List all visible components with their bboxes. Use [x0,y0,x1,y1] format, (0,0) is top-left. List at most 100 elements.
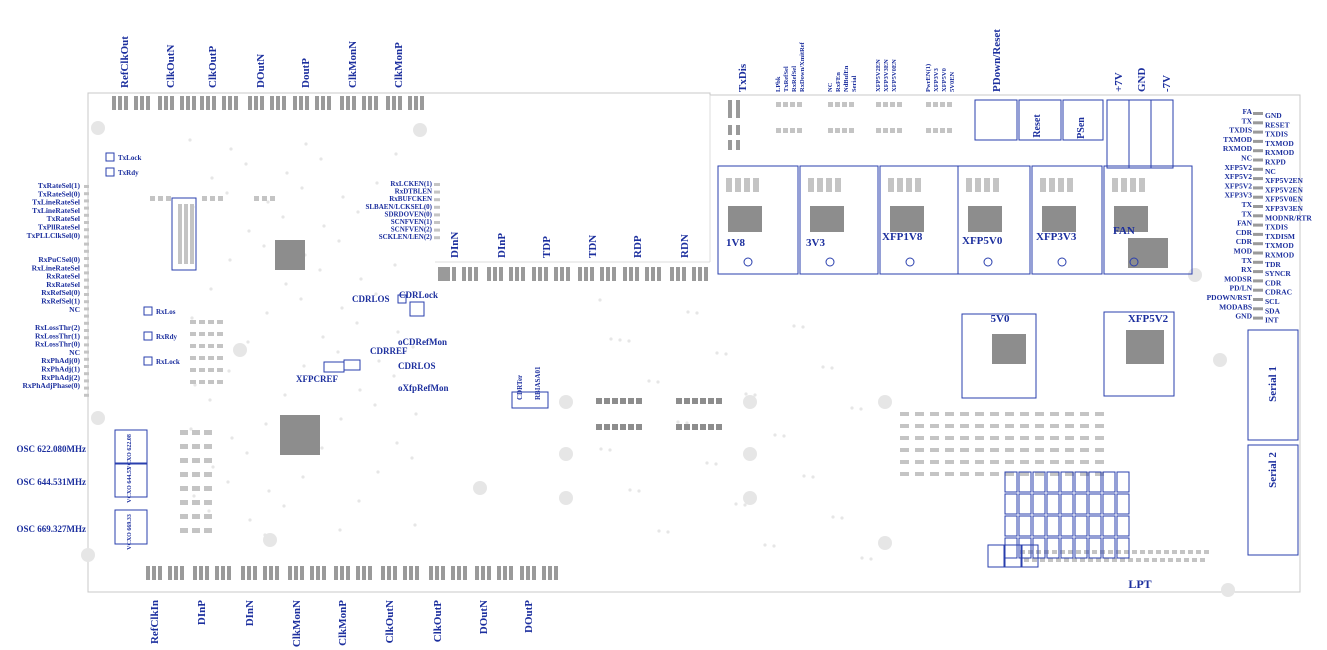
pad [227,566,231,580]
cdr-label: oXfpRefMon [398,383,449,393]
pad [1035,424,1044,428]
pad [1080,472,1089,476]
pad [217,332,223,336]
pad [493,267,497,281]
pad [1104,558,1109,562]
via-hole [285,171,289,175]
config-pin-label: 5V0EN [949,71,956,92]
via-hole [355,321,359,325]
pad [900,424,909,428]
via-hole [831,515,835,519]
pad [1020,472,1029,476]
jumper-cell [1116,515,1130,537]
pad [204,500,212,505]
config-pin-label: TxRefSel [783,66,790,92]
pad [208,356,214,360]
cdr-label: XFPCREF [296,374,338,384]
pad [84,300,89,304]
via-hole [302,364,306,368]
jumper-cell [1060,537,1074,559]
cdr-ic [275,240,305,270]
label-clkmonp: ClkMonP [337,600,349,646]
via-hole [284,282,288,286]
via-hole [341,195,345,199]
pad [716,424,722,430]
pad [700,424,706,430]
pad [190,344,196,348]
pad [620,398,626,404]
via-hole [359,277,363,281]
via-hole [414,412,418,416]
pad [596,398,602,404]
pad [1253,167,1263,171]
pad [790,128,795,133]
via-hole [339,417,343,421]
mid-pin-label: RxDTBLEN [395,188,432,196]
pad [915,472,924,476]
pad [945,424,954,428]
pad [1121,178,1127,192]
pad [993,178,999,192]
regulator-xfp5v0 [957,165,1031,275]
config-pin-label: XFP5V2EN [875,59,882,92]
pad [548,566,552,580]
pad [1080,460,1089,464]
pad [1095,424,1104,428]
pad [1108,550,1113,554]
pad [190,332,196,336]
pad [1253,112,1263,115]
via-hole [734,502,738,506]
pad [1176,558,1181,562]
pad [606,267,610,281]
pad [990,460,999,464]
pad [1020,412,1029,416]
pad [84,199,89,203]
via-hole [262,244,266,248]
right-pin-label: PDOWN/RST [1207,293,1252,302]
left-pin-label: NC [69,348,80,357]
via-hole [301,475,305,479]
pad [305,96,309,110]
pad [1096,558,1101,562]
pad [1112,178,1118,192]
label-doutp: DoutP [300,58,312,88]
cdr-label: CDRLock [399,290,438,300]
pad [736,125,740,135]
right-pin-label: CDR [1236,237,1253,246]
jumper-cell [1074,537,1088,559]
pad [180,472,188,477]
test-point [1057,257,1067,267]
via-hole [376,470,380,474]
pad [84,228,89,232]
pad [945,412,954,416]
via-hole [283,393,287,397]
pad [554,267,558,281]
right-pin-label: NC [1241,154,1252,163]
via-hole [267,489,271,493]
power-terminal-block [1106,99,1174,169]
right-pin-label: XFP5V2 [1225,181,1253,190]
right-pin-label: XFP5V2 [1225,172,1253,181]
jumper-cell [1074,471,1088,493]
pad [940,102,945,107]
pad [1253,186,1263,190]
via-hole [227,369,231,373]
label-clkoutn: ClkOutN [384,600,396,643]
label-refclkout: RefClkOut [119,36,131,88]
pad [434,236,440,240]
pad [1035,472,1044,476]
pad [1160,558,1165,562]
pad [776,128,781,133]
via-hole [244,162,248,166]
pad [208,368,214,372]
pad [604,424,610,430]
pad [835,102,840,107]
pad [368,566,372,580]
pad [1136,558,1141,562]
pad [190,320,196,324]
pad [933,128,938,133]
pad [346,96,350,110]
label-tdn: TDN [587,235,599,258]
pad [960,472,969,476]
regulator-label: 1V8 [726,237,745,249]
